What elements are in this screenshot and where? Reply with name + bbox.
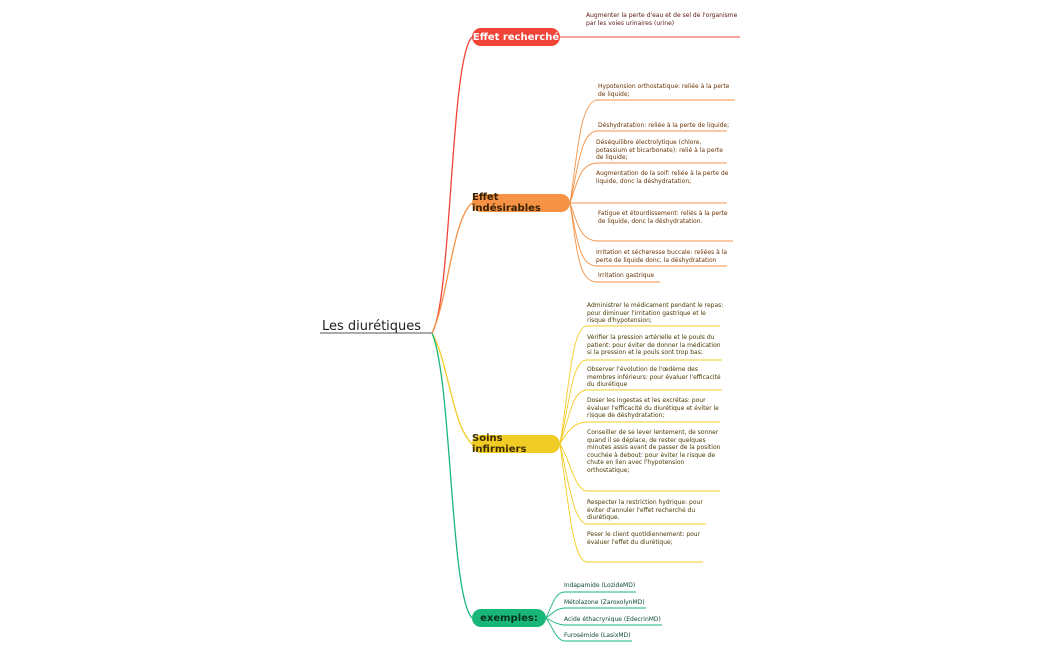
leaf-indesirable-5[interactable]: Fatigue et étourdissement: reliés à la p… xyxy=(598,210,728,225)
leaf-exemple-1[interactable]: Indapamide (LozideMD) xyxy=(564,582,636,589)
connector-exemple-4 xyxy=(545,617,632,642)
leaf-indesirable-3[interactable]: Déséquilibre électrolytique (chlore, pot… xyxy=(596,139,723,162)
connector-exemple-2 xyxy=(545,607,646,619)
connector-soin-1 xyxy=(559,325,720,445)
connector-soin-6 xyxy=(559,443,706,525)
connector-exemple-3 xyxy=(545,617,662,626)
leaf-indesirable-6[interactable]: Irritation et sécheresse buccale: reliée… xyxy=(596,249,728,264)
branch-effet-recherche[interactable]: Effet recherché xyxy=(472,28,560,46)
connector-indesirable-2 xyxy=(569,130,727,204)
connector-indesirable-5 xyxy=(569,202,733,242)
connector-root-soins xyxy=(431,332,473,445)
connector-soin-5 xyxy=(559,443,720,492)
leaf-soin-5[interactable]: Conseiller de se lever lentement, de son… xyxy=(587,429,721,474)
leaf-exemple-3[interactable]: Acide éthacrynique (EdecrinMD) xyxy=(564,616,661,623)
leaf-soin-3[interactable]: Observer l'évolution de l'œdème des memb… xyxy=(587,366,721,389)
connector-indesirable-7 xyxy=(569,202,660,283)
connector-indesirable-1 xyxy=(569,99,735,204)
connector-root-exemples xyxy=(431,332,473,619)
connector-soin-7 xyxy=(559,443,703,563)
branch-effet-indesirables[interactable]: Effet indésirables xyxy=(472,192,570,214)
connector-root-effet-indesirables xyxy=(431,202,473,334)
leaf-effet-recherche-1[interactable]: Augmenter la perte d'eau et de sel de l'… xyxy=(586,12,738,27)
branch-soins-infirmiers[interactable]: Soins infirmiers xyxy=(472,433,560,455)
leaf-indesirable-2[interactable]: Déshydratation: reliée à la perte de liq… xyxy=(598,122,730,129)
connector-indesirable-6 xyxy=(569,202,727,267)
leaf-soin-2[interactable]: Vérifier la pression artérielle et le po… xyxy=(587,334,721,357)
connector-soin-3 xyxy=(559,389,722,445)
leaf-indesirable-1[interactable]: Hypotension orthostatique: reliée à la p… xyxy=(598,83,730,98)
connector-root-effet-recherche xyxy=(431,36,473,334)
connector-soin-4 xyxy=(559,421,720,445)
connector-indesirable-3 xyxy=(569,162,727,204)
leaf-indesirable-7[interactable]: Irritation gastrique xyxy=(598,272,655,279)
branch-exemples[interactable]: exemples: xyxy=(472,609,546,627)
root-topic[interactable]: Les diurétiques xyxy=(322,319,422,334)
leaf-indesirable-4[interactable]: Augmentation de la soif: reliée à la per… xyxy=(596,170,729,185)
leaf-exemple-2[interactable]: Métolazone (ZaroxolynMD) xyxy=(564,599,645,606)
connector-soin-2 xyxy=(559,359,722,445)
leaf-soin-7[interactable]: Peser le client quotidiennement: pour év… xyxy=(587,531,701,546)
connector-exemple-1 xyxy=(545,591,636,619)
leaf-exemple-4[interactable]: Furosémide (LasixMD) xyxy=(564,632,631,639)
leaf-soin-4[interactable]: Doser les ingestas et les excrétas: pour… xyxy=(587,397,719,420)
leaf-soin-6[interactable]: Respecter la restriction hydrique: pour … xyxy=(587,499,703,522)
leaf-soin-1[interactable]: Administrer le médicament pendant le rep… xyxy=(587,302,724,325)
